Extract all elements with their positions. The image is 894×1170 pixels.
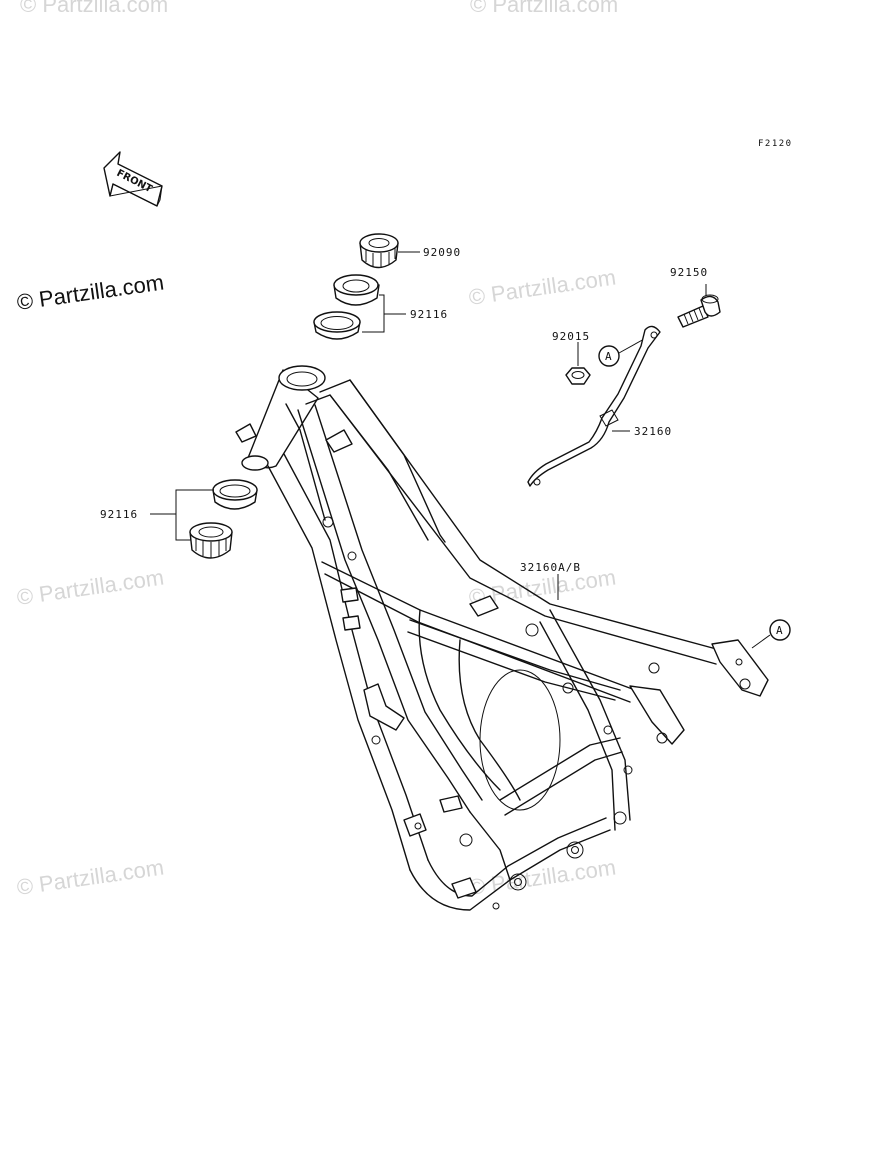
watermark-group: © Partzilla.com © Partzilla.com © Partzi… — [15, 0, 618, 900]
bolt — [677, 294, 721, 328]
callout-92116-lower: 92116 — [100, 508, 138, 521]
callout-32160ab: 32160A/B — [520, 561, 581, 574]
nut — [565, 367, 591, 385]
callout-32160: 32160 — [634, 425, 672, 438]
callout-92015: 92015 — [552, 330, 590, 343]
watermark: © Partzilla.com — [470, 0, 618, 17]
upper-bearing-race — [313, 274, 380, 340]
reference-marker-label: A — [776, 624, 784, 637]
watermark: © Partzilla.com — [467, 265, 617, 310]
front-arrow-icon: FRONT — [103, 151, 163, 207]
watermark: © Partzilla.com — [20, 0, 168, 17]
lower-bearing-race — [189, 479, 258, 559]
steering-stem-nut — [359, 233, 399, 269]
figure-code: F2120 — [758, 139, 793, 149]
watermark-primary: © Partzilla.com — [15, 270, 165, 315]
callout-92116-upper: 92116 — [410, 308, 448, 321]
callout-92090: 92090 — [423, 246, 461, 259]
reference-marker-a-upper: A — [598, 337, 647, 367]
watermark: © Partzilla.com — [15, 855, 165, 900]
main-frame — [235, 365, 769, 911]
reference-marker-a-lower: A — [751, 619, 791, 649]
reference-marker-label: A — [605, 350, 613, 363]
side-stand-bracket — [527, 325, 661, 487]
watermark: © Partzilla.com — [15, 565, 165, 610]
callout-92150: 92150 — [670, 266, 708, 279]
